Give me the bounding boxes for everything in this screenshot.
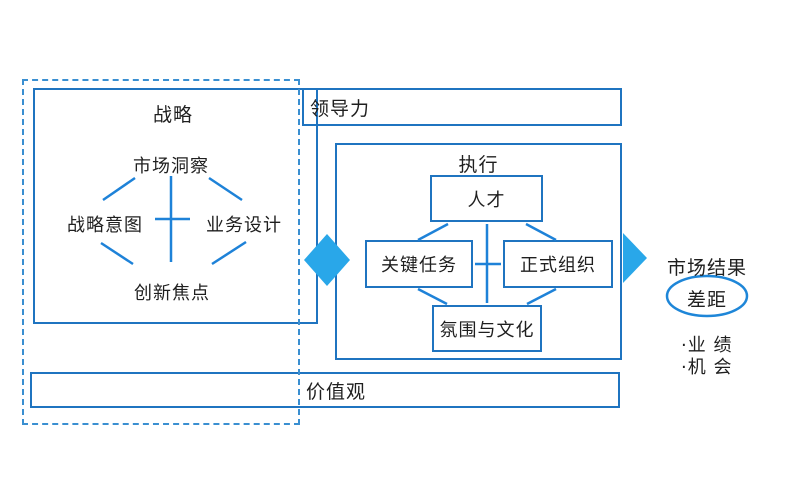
results-bullet-list: ·业 绩 ·机 会 <box>681 335 732 379</box>
key-tasks-label: 关键任务 <box>381 255 457 276</box>
execution-box-key-tasks: 关键任务 <box>365 240 473 288</box>
execution-title: 执行 <box>458 154 499 176</box>
execution-box-culture: 氛围与文化 <box>432 305 542 352</box>
strategy-panel-box <box>33 88 318 324</box>
strategy-node-business-design: 业务设计 <box>206 215 282 236</box>
talent-label: 人才 <box>467 189 506 211</box>
leadership-bar-box <box>302 88 622 126</box>
strategy-dashed-boundary <box>22 79 300 425</box>
bullet-performance: ·业 绩 <box>681 335 733 356</box>
market-results-title: 市场结果 <box>666 257 747 279</box>
values-bar-box <box>30 372 620 408</box>
flow-arrow-right <box>623 233 647 283</box>
gap-label: 差距 <box>686 289 727 311</box>
values-label: 价值观 <box>306 380 367 403</box>
strategy-title: 战略 <box>152 104 193 126</box>
execution-box-talent: 人才 <box>430 175 543 222</box>
strategy-node-strategic-intent: 战略意图 <box>67 215 143 236</box>
leadership-label: 领导力 <box>310 97 371 120</box>
execution-box-formal-organization: 正式组织 <box>503 240 613 288</box>
strategy-node-innovation-focus: 创新焦点 <box>134 283 210 304</box>
bullet-opportunity: ·机 会 <box>681 357 733 378</box>
culture-label: 氛围与文化 <box>439 319 535 341</box>
strategy-node-market-insight: 市场洞察 <box>133 156 209 177</box>
formal-organization-label: 正式组织 <box>520 255 596 276</box>
